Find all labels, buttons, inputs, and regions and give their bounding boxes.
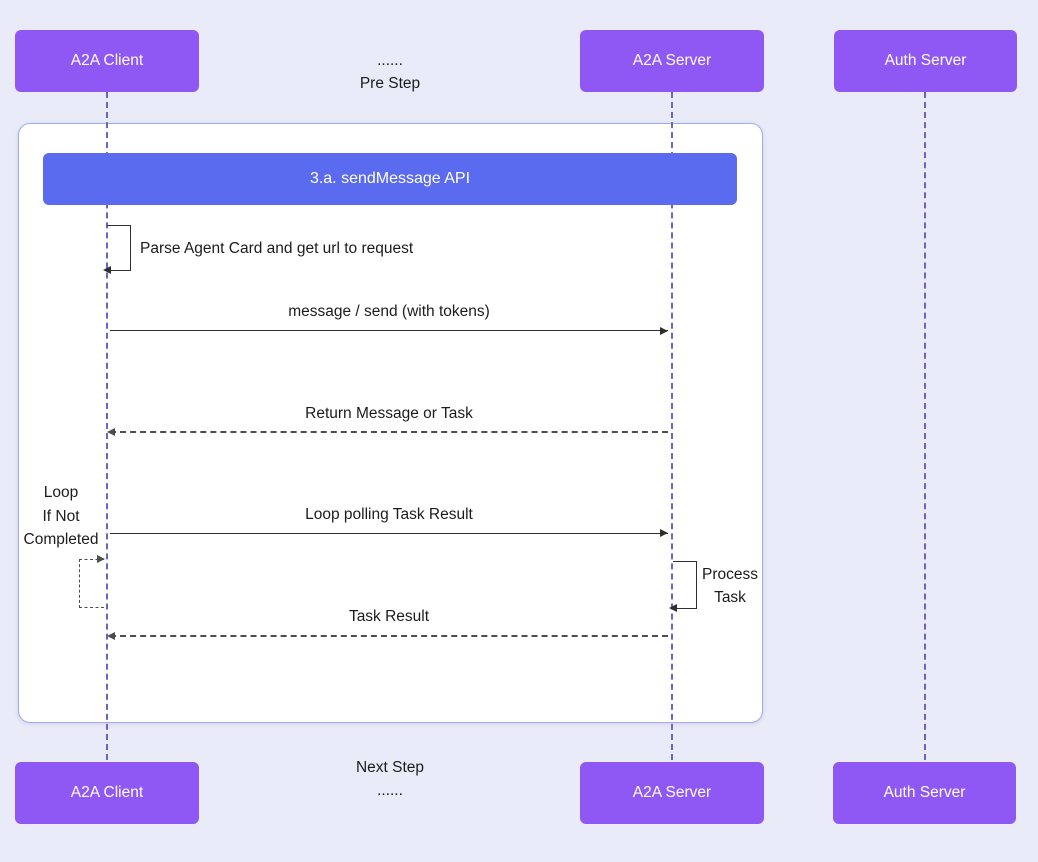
arrowhead-left-parse bbox=[103, 266, 111, 274]
loop-condition-note: Loop If Not Completed bbox=[15, 481, 107, 552]
lifeline-a2a-client bbox=[106, 92, 108, 760]
message-return-label: Return Message or Task bbox=[305, 405, 473, 422]
pre-step-note: ...... Pre Step bbox=[300, 49, 480, 95]
pre-step-dots: ...... bbox=[377, 52, 403, 69]
pre-step-label: Pre Step bbox=[359, 75, 421, 92]
self-loop-bracket-client bbox=[79, 559, 104, 608]
next-step-label: Next Step bbox=[355, 759, 425, 776]
message-send-label: message / send (with tokens) bbox=[288, 303, 490, 320]
process-task-line1: Process bbox=[702, 566, 758, 583]
actor-label: Auth Server bbox=[884, 52, 967, 69]
actor-label: Auth Server bbox=[883, 784, 966, 801]
arrow-line-poll bbox=[110, 533, 668, 534]
arrow-line-send bbox=[110, 330, 668, 331]
arrow-line-task-result bbox=[110, 635, 668, 637]
interaction-frame bbox=[18, 123, 763, 723]
actor-a2a-client-top: A2A Client bbox=[15, 30, 199, 92]
arrowhead-right-poll bbox=[660, 529, 668, 537]
self-call-bracket-parse bbox=[107, 225, 131, 271]
arrowhead-left-task-result bbox=[107, 632, 115, 640]
arrowhead-left-return bbox=[107, 428, 115, 436]
actor-auth-server-top: Auth Server bbox=[834, 30, 1017, 92]
actor-label: A2A Server bbox=[632, 784, 712, 801]
step-banner: 3.a. sendMessage API bbox=[43, 153, 737, 205]
actor-label: A2A Server bbox=[632, 52, 712, 69]
arrowhead-right-send bbox=[660, 327, 668, 335]
process-task-note: Process Task bbox=[698, 563, 762, 609]
actor-a2a-server-top: A2A Server bbox=[580, 30, 764, 92]
arrow-line-return bbox=[110, 431, 668, 433]
next-step-dots: ...... bbox=[377, 782, 403, 799]
next-step-note: Next Step ...... bbox=[300, 756, 480, 802]
actor-auth-server-bottom: Auth Server bbox=[833, 762, 1016, 824]
loop-note-line2: If Not bbox=[42, 507, 80, 525]
actor-a2a-server-bottom: A2A Server bbox=[580, 762, 764, 824]
arrowhead-right-self-loop bbox=[97, 555, 105, 563]
lifeline-auth-server bbox=[924, 92, 926, 760]
message-poll-label: Loop polling Task Result bbox=[305, 506, 473, 523]
message-task-result-label: Task Result bbox=[348, 608, 430, 625]
actor-a2a-client-bottom: A2A Client bbox=[15, 762, 199, 824]
step-banner-label: 3.a. sendMessage API bbox=[309, 170, 471, 187]
arrowhead-left-process bbox=[669, 604, 677, 612]
loop-note-line1: Loop bbox=[43, 484, 79, 501]
loop-note-line3: Completed bbox=[23, 531, 99, 548]
actor-label: A2A Client bbox=[70, 784, 144, 801]
lifeline-a2a-server bbox=[671, 92, 673, 760]
self-call-bracket-process bbox=[673, 561, 697, 609]
process-task-line2: Task bbox=[714, 589, 746, 606]
actor-label: A2A Client bbox=[70, 52, 144, 69]
message-parse-agent-card: Parse Agent Card and get url to request bbox=[140, 240, 414, 257]
